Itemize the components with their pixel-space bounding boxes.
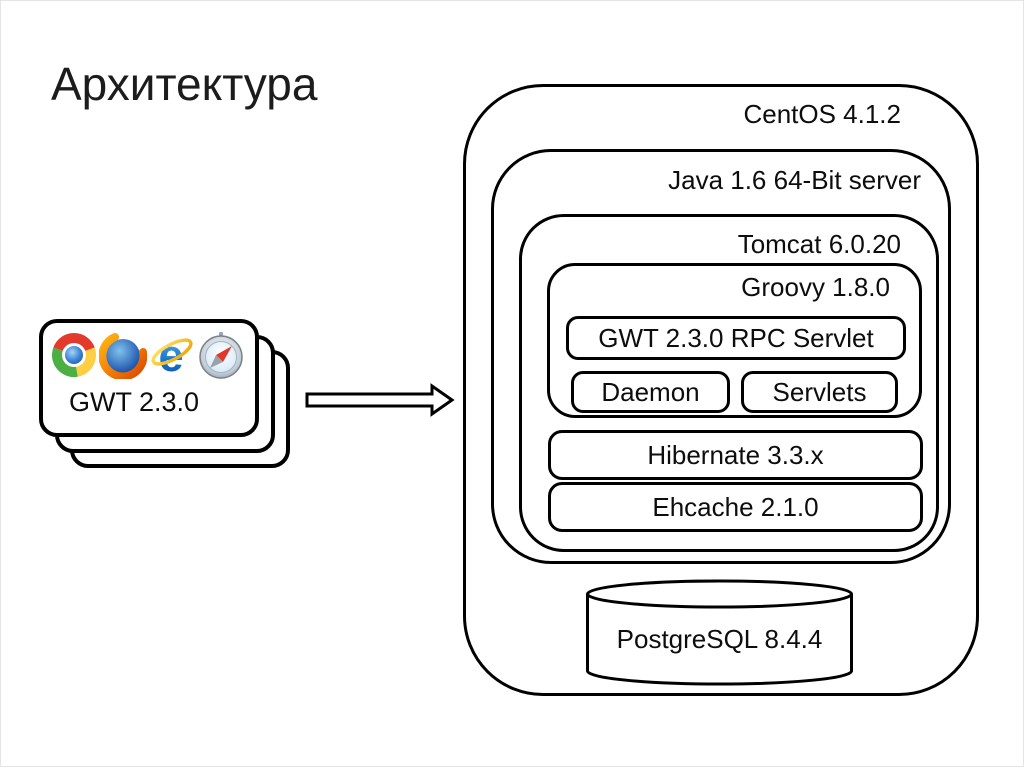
safari-icon bbox=[199, 332, 243, 379]
firefox-icon bbox=[99, 333, 147, 379]
client-card-stack: e bbox=[39, 319, 295, 471]
client-card-front: e bbox=[39, 319, 259, 437]
page-title: Архитектура bbox=[51, 58, 318, 110]
tomcat-box: Tomcat 6.0.20 Groovy 1.8.0 GWT 2.3.0 RPC… bbox=[519, 214, 939, 552]
java-box: Java 1.6 64-Bit server Tomcat 6.0.20 Gro… bbox=[491, 149, 951, 564]
tomcat-label: Tomcat 6.0.20 bbox=[737, 229, 901, 259]
ehcache-box: Ehcache 2.1.0 bbox=[548, 482, 923, 532]
flow-arrow bbox=[305, 383, 455, 417]
java-label: Java 1.6 64-Bit server bbox=[668, 165, 921, 195]
internet-explorer-icon: e bbox=[151, 331, 193, 379]
database-cylinder bbox=[586, 579, 853, 686]
gwt-rpc-servlet-box: GWT 2.3.0 RPC Servlet bbox=[566, 316, 906, 360]
daemon-box: Daemon bbox=[571, 371, 730, 413]
chrome-icon bbox=[51, 332, 97, 378]
postgresql-label: PostgreSQL 8.4.4 bbox=[616, 623, 823, 654]
groovy-box: Groovy 1.8.0 GWT 2.3.0 RPC Servlet Daemo… bbox=[547, 263, 922, 418]
centos-box: CentOS 4.1.2 Java 1.6 64-Bit server Tomc… bbox=[463, 84, 979, 696]
client-label: GWT 2.3.0 bbox=[69, 387, 200, 417]
groovy-label: Groovy 1.8.0 bbox=[741, 272, 890, 302]
servlets-box: Servlets bbox=[741, 371, 898, 413]
hibernate-box: Hibernate 3.3.x bbox=[548, 430, 923, 480]
browser-icon-row: e bbox=[50, 331, 245, 379]
centos-label: CentOS 4.1.2 bbox=[743, 99, 901, 129]
